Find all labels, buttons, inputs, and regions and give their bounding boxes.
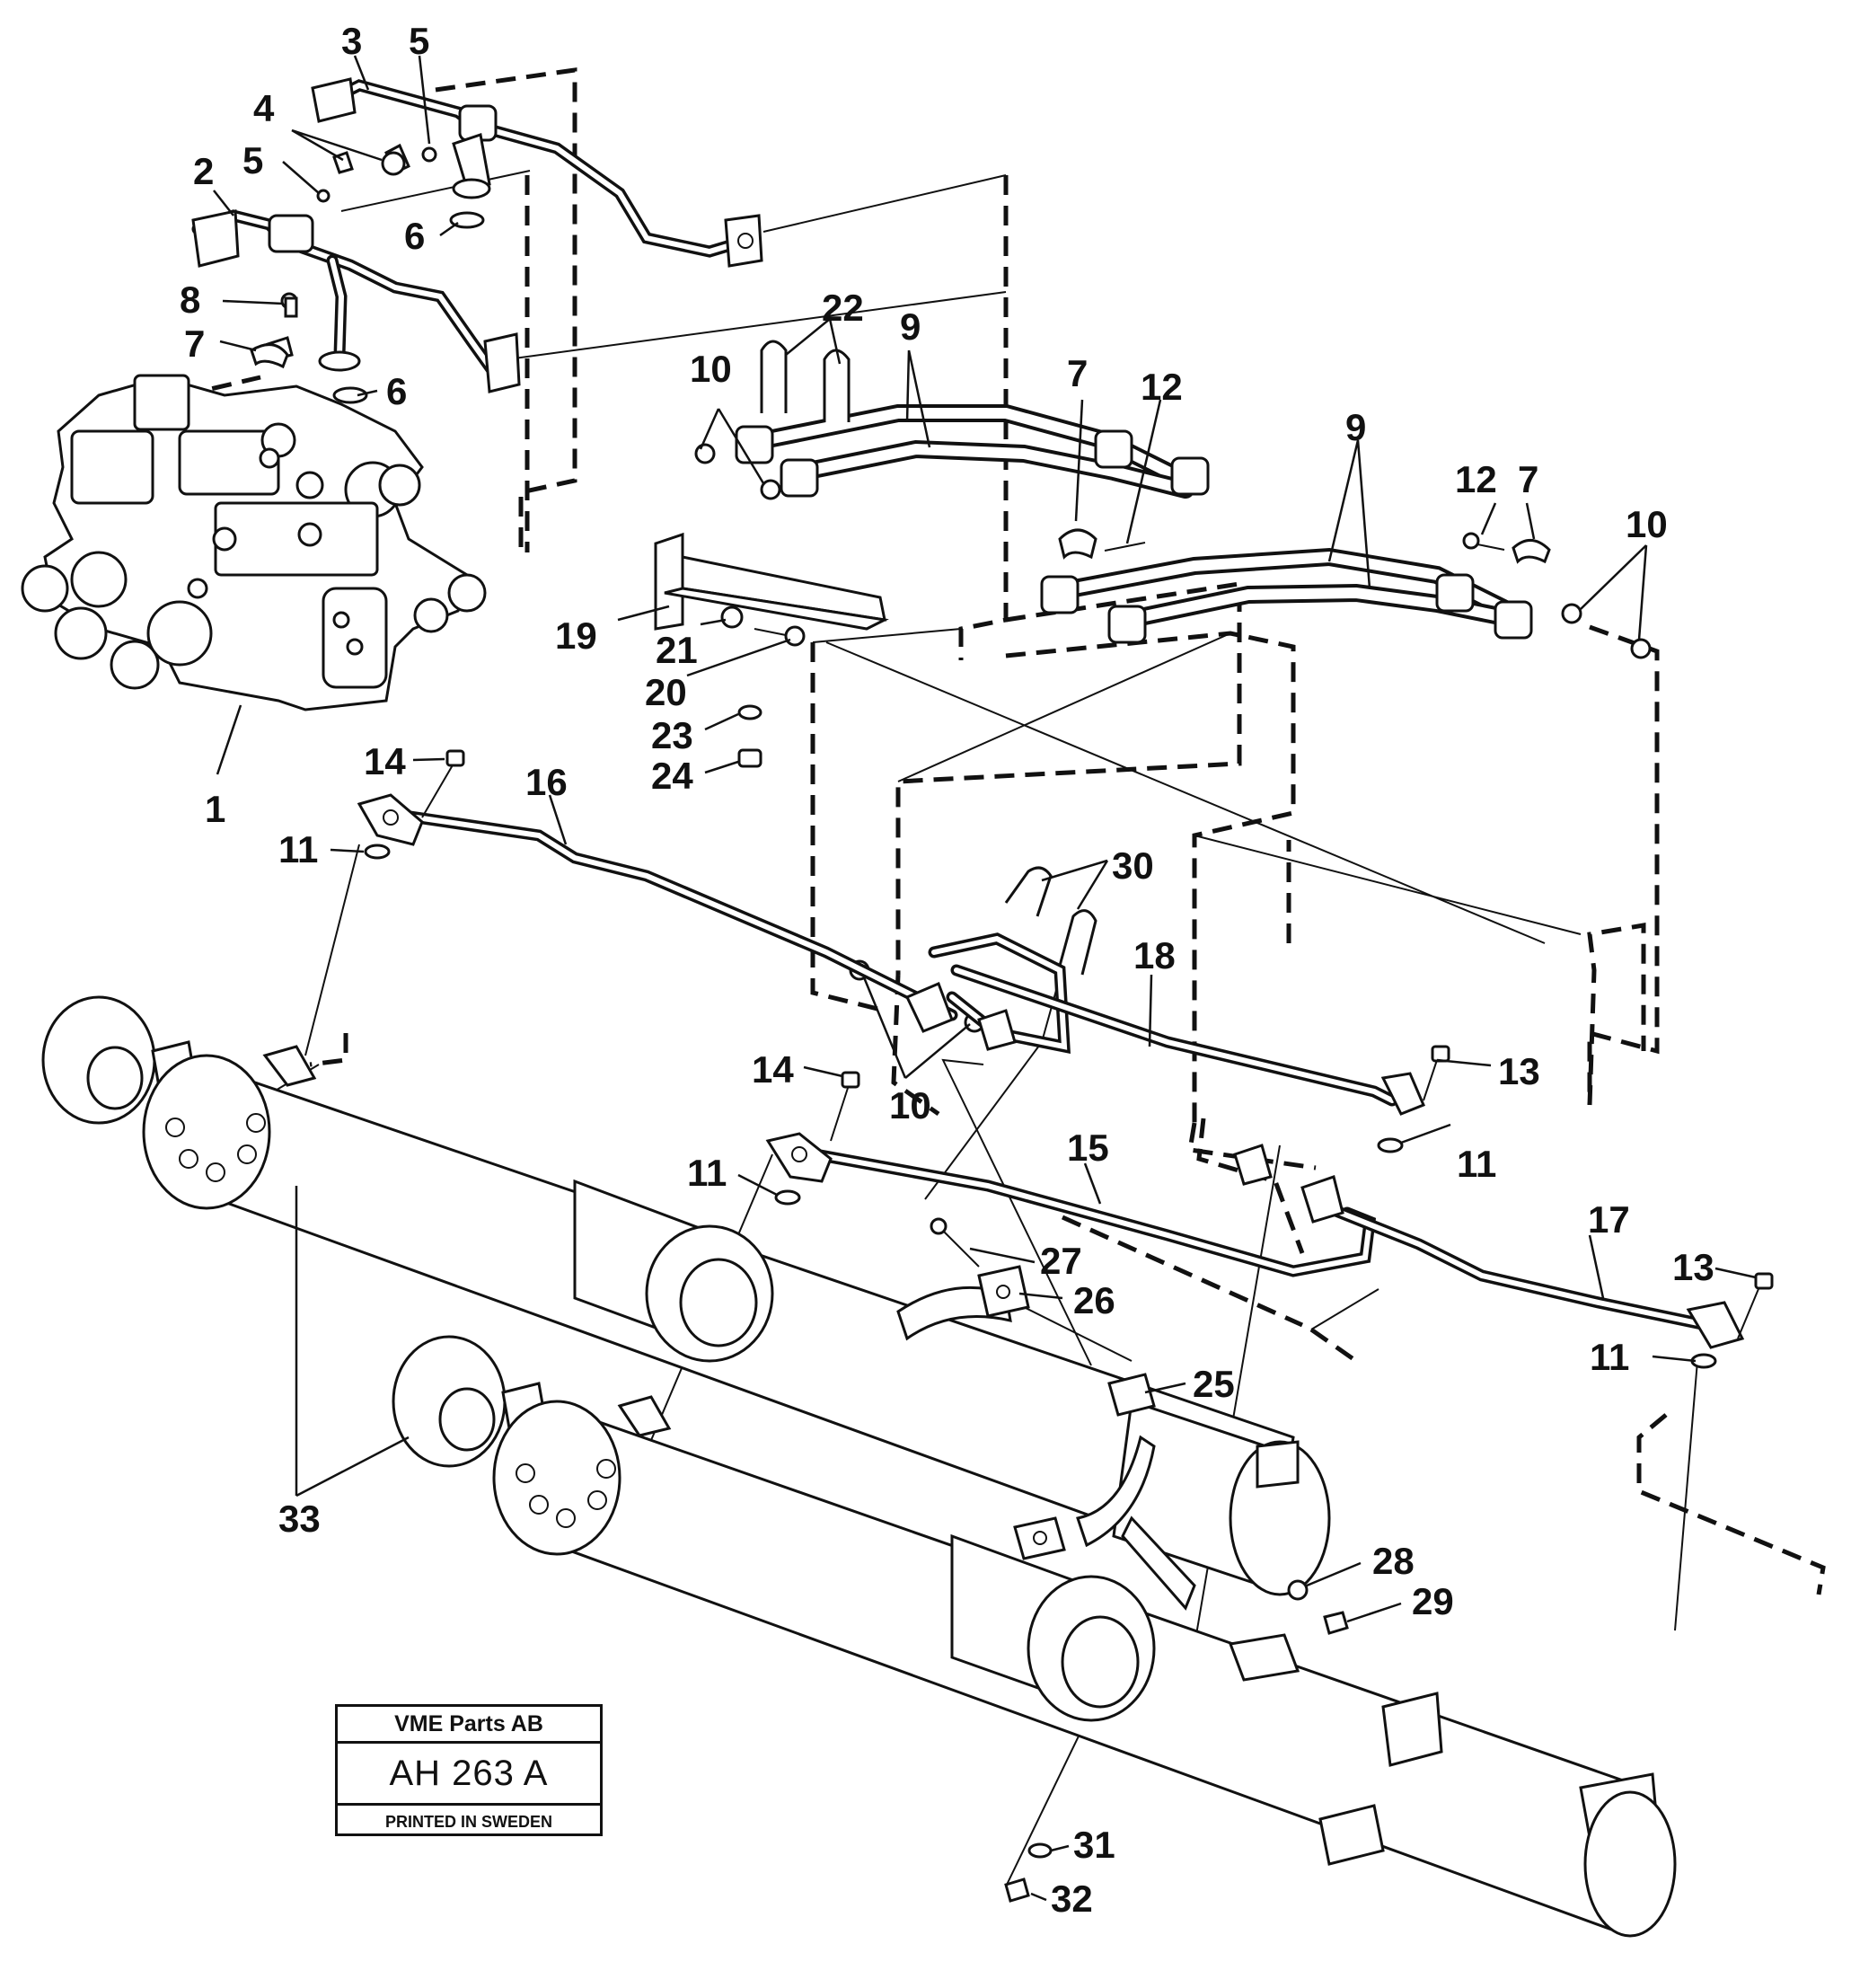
nuts-washers-lower	[1004, 1579, 1349, 1903]
callout-16: 16	[525, 761, 568, 803]
drawing-number: AH 263 A	[338, 1744, 600, 1806]
bracket-19	[654, 532, 889, 768]
callout-9b: 9	[1345, 406, 1366, 448]
callout-31: 31	[1073, 1824, 1115, 1866]
callout-11b: 11	[687, 1152, 727, 1194]
control-valve	[21, 374, 487, 711]
callout-2: 2	[193, 150, 214, 192]
callout-15: 15	[1067, 1127, 1109, 1169]
callout-7c: 7	[1518, 458, 1538, 500]
callout-21: 21	[656, 629, 698, 671]
callout-33: 33	[278, 1498, 321, 1540]
callout-26: 26	[1073, 1279, 1115, 1321]
callout-10b: 10	[1626, 503, 1668, 545]
callout-23: 23	[651, 714, 693, 756]
callout-30: 30	[1112, 844, 1154, 887]
callout-11c: 11	[1457, 1143, 1496, 1185]
cylinder-clamps	[896, 1217, 1196, 1611]
callout-10a: 10	[690, 348, 732, 390]
callout-6b: 6	[386, 370, 407, 412]
callout-24: 24	[651, 755, 693, 797]
callout-7b: 7	[1067, 352, 1088, 394]
steel-tube-17	[1233, 1144, 1745, 1349]
callout-13a: 13	[1498, 1050, 1540, 1092]
steel-tube-16	[357, 793, 958, 1033]
callout-11d: 11	[1590, 1336, 1629, 1378]
callout-13b: 13	[1672, 1246, 1714, 1288]
u-bolts	[760, 340, 1097, 976]
callout-12b: 12	[1455, 458, 1497, 500]
printed-in-note: PRINTED IN SWEDEN	[384, 1813, 552, 1831]
callout-3: 3	[341, 20, 362, 62]
callout-8: 8	[180, 278, 200, 321]
screws-and-washers	[364, 749, 1774, 1369]
callout-12a: 12	[1141, 366, 1183, 408]
callout-9a: 9	[900, 305, 921, 348]
hydraulic-cylinder-upper	[41, 995, 1331, 1596]
steel-tube-2	[191, 209, 521, 393]
callout-20: 20	[645, 671, 687, 713]
callout-27: 27	[1040, 1240, 1082, 1282]
callout-29: 29	[1412, 1580, 1454, 1622]
callout-labels: 1 2 3 4 5 5 6 6 7 7 7 8 9 9 10 10 10 11 …	[180, 20, 1714, 1920]
callout-6a: 6	[404, 215, 425, 257]
callout-14b: 14	[752, 1048, 794, 1091]
callout-18: 18	[1133, 934, 1176, 976]
callout-11a: 11	[278, 828, 318, 870]
callout-5a: 5	[409, 20, 429, 62]
hydraulic-cylinder-lower	[392, 1335, 1677, 1938]
callout-32: 32	[1051, 1878, 1093, 1920]
callout-7a: 7	[184, 322, 205, 365]
clamps-and-screws	[250, 296, 1551, 564]
callout-14a: 14	[364, 740, 406, 782]
callout-5b: 5	[242, 139, 263, 181]
callout-22: 22	[822, 287, 864, 329]
callout-4: 4	[253, 87, 275, 129]
company-name: VME Parts AB	[338, 1707, 600, 1744]
callout-1: 1	[205, 788, 225, 830]
callout-28: 28	[1372, 1540, 1415, 1582]
steel-tube-18	[928, 932, 1425, 1116]
callout-17: 17	[1588, 1198, 1630, 1241]
drawing-title-block: VME Parts AB AH 263 A PRINTED IN SWEDEN	[335, 1704, 603, 1836]
steel-tube-3	[311, 77, 763, 268]
callout-19: 19	[555, 614, 597, 657]
leader-lines	[213, 55, 1757, 1902]
callout-10c: 10	[889, 1084, 931, 1127]
callout-25: 25	[1193, 1363, 1235, 1405]
